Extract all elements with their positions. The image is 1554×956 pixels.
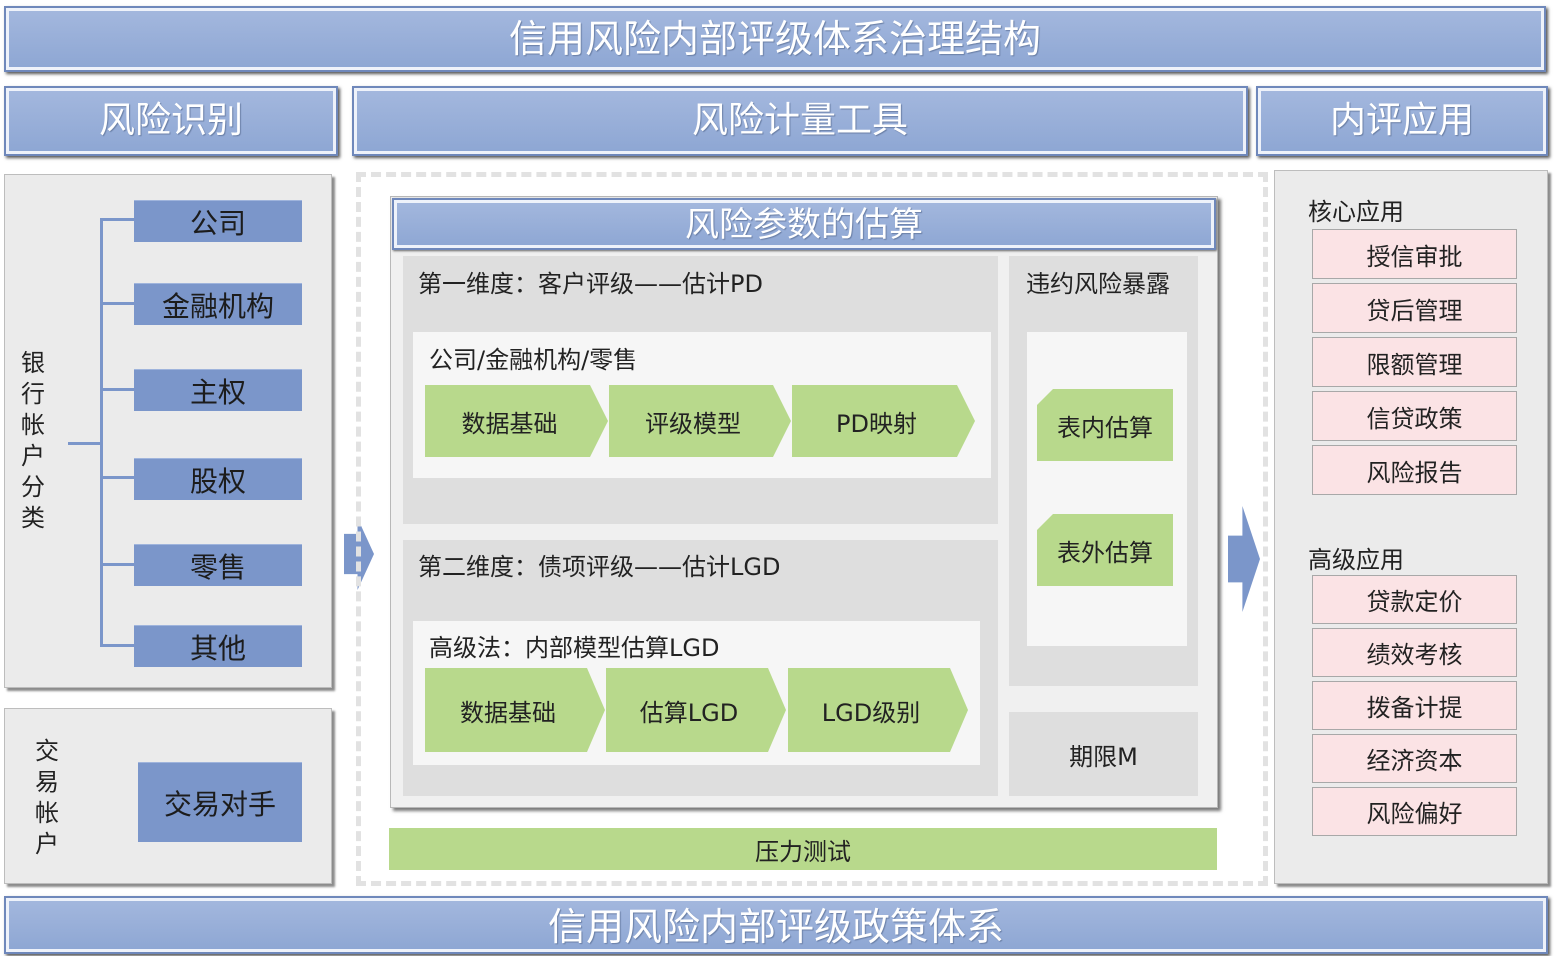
header-left-label: 风险识别 [98,100,243,141]
category-equity: 股权 [134,458,302,500]
dimension1-subtitle: 公司/金融机构/零售 [429,346,638,374]
counterparty-box: 交易对手 [138,762,302,842]
advanced-app-economic-capital: 经济资本 [1312,734,1517,783]
category-retail: 零售 [134,544,302,586]
core-app-post-loan-management: 贷后管理 [1312,283,1517,333]
core-app-credit-approval: 授信审批 [1312,229,1517,279]
header-measurement-tools: 风险计量工具 [352,86,1248,156]
dimension2-subtitle: 高级法：内部模型估算LGD [429,634,720,662]
advanced-app-provisioning: 拨备计提 [1312,681,1517,730]
stress-test-label: 压力测试 [755,837,851,866]
ead-on-balance: 表内估算 [1037,389,1173,461]
header-right-label: 内评应用 [1329,100,1474,141]
pd-step-pd-mapping: PD映射 [792,385,975,457]
advanced-app-performance-assessment: 绩效考核 [1312,628,1517,677]
lgd-step-lgd-grade: LGD级别 [788,668,968,752]
core-app-credit-policy: 信贷政策 [1312,391,1517,441]
dimension2-title: 第二维度：债项评级——估计LGD [418,553,781,581]
maturity-panel: 期限M [1009,712,1198,796]
advanced-applications-title: 高级应用 [1308,546,1404,574]
bank-account-label: 银行帐户分类 [21,349,45,532]
title-banner: 信用风险内部评级体系治理结构 [4,6,1546,72]
estimation-title-bar: 风险参数的估算 [392,198,1216,250]
pd-step-rating-model: 评级模型 [609,385,791,457]
header-irb-application: 内评应用 [1256,86,1548,156]
pd-step-data-basis: 数据基础 [425,385,608,457]
advanced-app-risk-appetite: 风险偏好 [1312,787,1517,836]
core-app-risk-report: 风险报告 [1312,445,1517,495]
category-company: 公司 [134,200,302,242]
core-applications-title: 核心应用 [1308,198,1404,226]
advanced-app-loan-pricing: 贷款定价 [1312,575,1517,624]
maturity-label: 期限M [1069,742,1138,771]
ead-off-balance: 表外估算 [1037,514,1173,586]
category-financial-institution: 金融机构 [134,283,302,325]
estimation-title: 风险参数的估算 [685,205,923,245]
footer-banner: 信用风险内部评级政策体系 [4,896,1548,954]
category-other: 其他 [134,625,302,667]
core-app-limit-management: 限额管理 [1312,337,1517,387]
bank-account-panel [4,174,332,688]
dimension1-title: 第一维度：客户评级——估计PD [418,270,763,298]
lgd-step-data-basis: 数据基础 [425,668,605,752]
page-title: 信用风险内部评级体系治理结构 [508,17,1041,61]
stress-test-bar: 压力测试 [389,828,1217,870]
trading-account-label: 交易帐户 [35,737,59,858]
lgd-step-estimate-lgd: 估算LGD [606,668,786,752]
category-sovereign: 主权 [134,369,302,411]
ead-inner-panel [1027,332,1187,646]
footer-title: 信用风险内部评级政策体系 [547,905,1004,949]
ead-title: 违约风险暴露 [1026,270,1170,298]
measurement-tools-container [356,172,1268,886]
header-middle-label: 风险计量工具 [691,100,908,141]
header-risk-identification: 风险识别 [4,86,338,156]
